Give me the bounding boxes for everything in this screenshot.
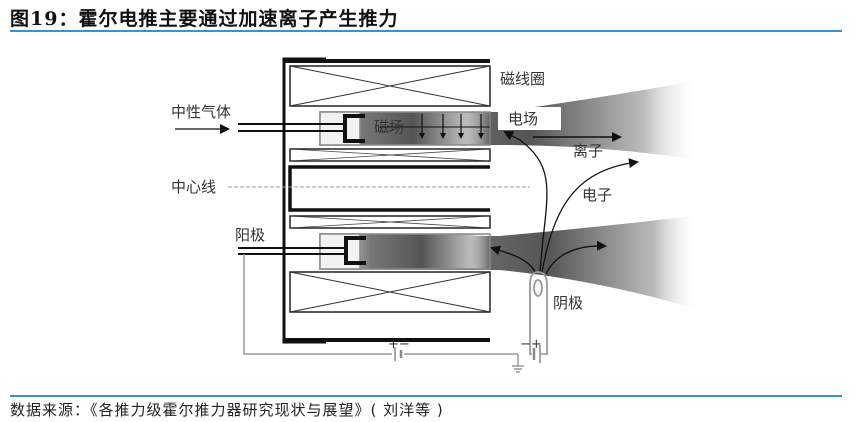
- label-centerline: 中心线: [171, 178, 216, 196]
- electron-path-lower-left: [490, 245, 537, 275]
- figure-source: 数据来源：《各推力级霍尔推力器研究现状与展望》( 刘洋等 ): [10, 401, 444, 419]
- coil-top: [289, 65, 491, 107]
- cathode-coil: [533, 279, 543, 297]
- label-magnetic-field: 磁场: [374, 118, 404, 136]
- label-electrons: 电子: [582, 186, 612, 204]
- battery-right: [530, 345, 547, 363]
- figure-title: 图19：霍尔电推主要通过加速离子产生推力: [10, 8, 399, 30]
- label-cathode: 阴极: [553, 294, 583, 312]
- electron-path-lower-right: [545, 240, 607, 275]
- inner-pole: [288, 165, 490, 212]
- cathode: [529, 271, 548, 355]
- battery-left-polarity: +−: [388, 337, 410, 352]
- label-electric-field: 电场: [508, 110, 538, 128]
- battery-right-polarity: −+: [520, 337, 542, 352]
- electron-path-downstream: [541, 158, 639, 273]
- ground-icon: [512, 354, 524, 373]
- electron-path-to-channel: [503, 131, 548, 273]
- label-anode: 阳极: [235, 226, 265, 244]
- label-coil: 磁线圈: [500, 70, 545, 88]
- source-divider: [10, 395, 842, 397]
- magnetic-field-arrows: [380, 114, 490, 139]
- circuit-wire: [243, 254, 518, 355]
- coil-inner-lower: [289, 215, 491, 229]
- coil-bottom: [289, 271, 491, 313]
- anode-lower: [344, 236, 366, 265]
- electric-field-label-bg: [498, 107, 561, 130]
- title-divider: [10, 30, 842, 32]
- label-ions: 离子: [573, 142, 603, 160]
- label-neutral-gas: 中性气体: [171, 103, 231, 121]
- anode-upper: [343, 114, 365, 143]
- coil-inner-upper: [289, 148, 491, 162]
- battery-left: [394, 347, 403, 361]
